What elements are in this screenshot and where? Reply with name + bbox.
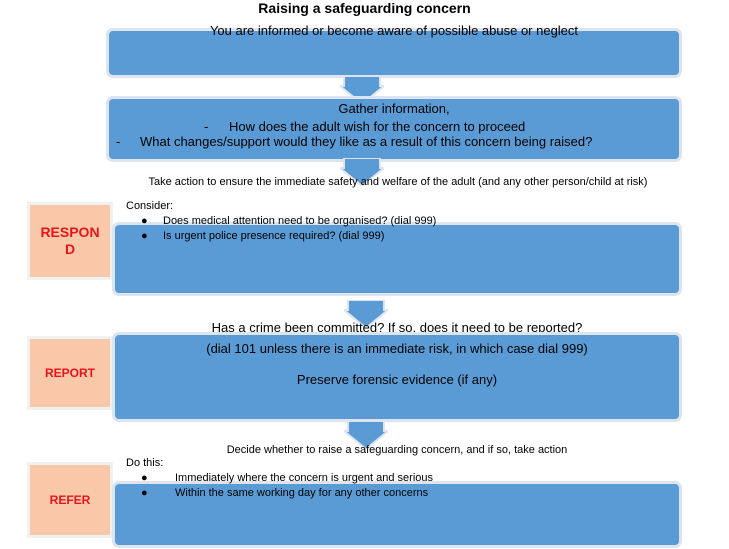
report-heading: Has a crime been committed? If so, does … [211,320,583,335]
respond-box [112,222,682,296]
step-gather-dash: - [204,119,209,134]
report-box [112,332,682,422]
report-line2: Preserve forensic evidence (if any) [296,372,498,387]
refer-box [112,481,682,548]
report-label: REPORT [44,366,95,380]
respond-label-box: RESPOND [27,202,113,280]
step-informed-box [106,28,682,78]
step-gather-line3: What changes/support would they like as … [140,134,593,149]
bullet-icon: ● [141,472,148,484]
respond-bullet-2-text: Is urgent police presence required? (dia… [163,230,385,242]
down-arrow-icon [344,421,388,449]
bullet-icon: ● [141,215,148,227]
step-informed-text: You are informed or become aware of poss… [209,23,579,38]
respond-label: RESPOND [40,224,100,257]
refer-bullet-2: ● Within the same working day for any ot… [141,487,428,499]
respond-bullet-1-text: Does medical attention need to be organi… [163,215,437,227]
refer-bullet-1: ● Immediately where the concern is urgen… [141,472,433,484]
refer-heading: Decide whether to raise a safeguarding c… [226,444,568,456]
page-title: Raising a safeguarding concern [258,0,471,16]
report-label-box: REPORT [27,336,113,410]
down-arrow-icon [344,300,388,328]
respond-bullet-2: ● Is urgent police presence required? (d… [141,230,384,242]
bullet-icon: ● [141,230,148,242]
refer-bullet-1-text: Immediately where the concern is urgent … [175,472,434,484]
respond-consider: Consider: [126,200,174,212]
bullet-icon: ● [141,487,148,499]
refer-bullet-2-text: Within the same working day for any othe… [175,487,429,499]
step-gather-line2: How does the adult wish for the concern … [229,119,526,134]
report-line1: (dial 101 unless there is an immediate r… [206,341,588,356]
down-arrow-icon [340,158,384,186]
down-arrow-icon [340,76,384,104]
respond-heading: Take action to ensure the immediate safe… [148,176,648,188]
respond-bullet-1: ● Does medical attention need to be orga… [141,215,436,227]
refer-label-box: REFER [27,462,113,538]
step-gather-line1: Gather information, [338,101,450,116]
step-gather-dash-2: - [116,134,121,149]
refer-label: REFER [49,493,91,507]
step-gather-box [106,96,682,162]
refer-do-this: Do this: [126,457,164,469]
